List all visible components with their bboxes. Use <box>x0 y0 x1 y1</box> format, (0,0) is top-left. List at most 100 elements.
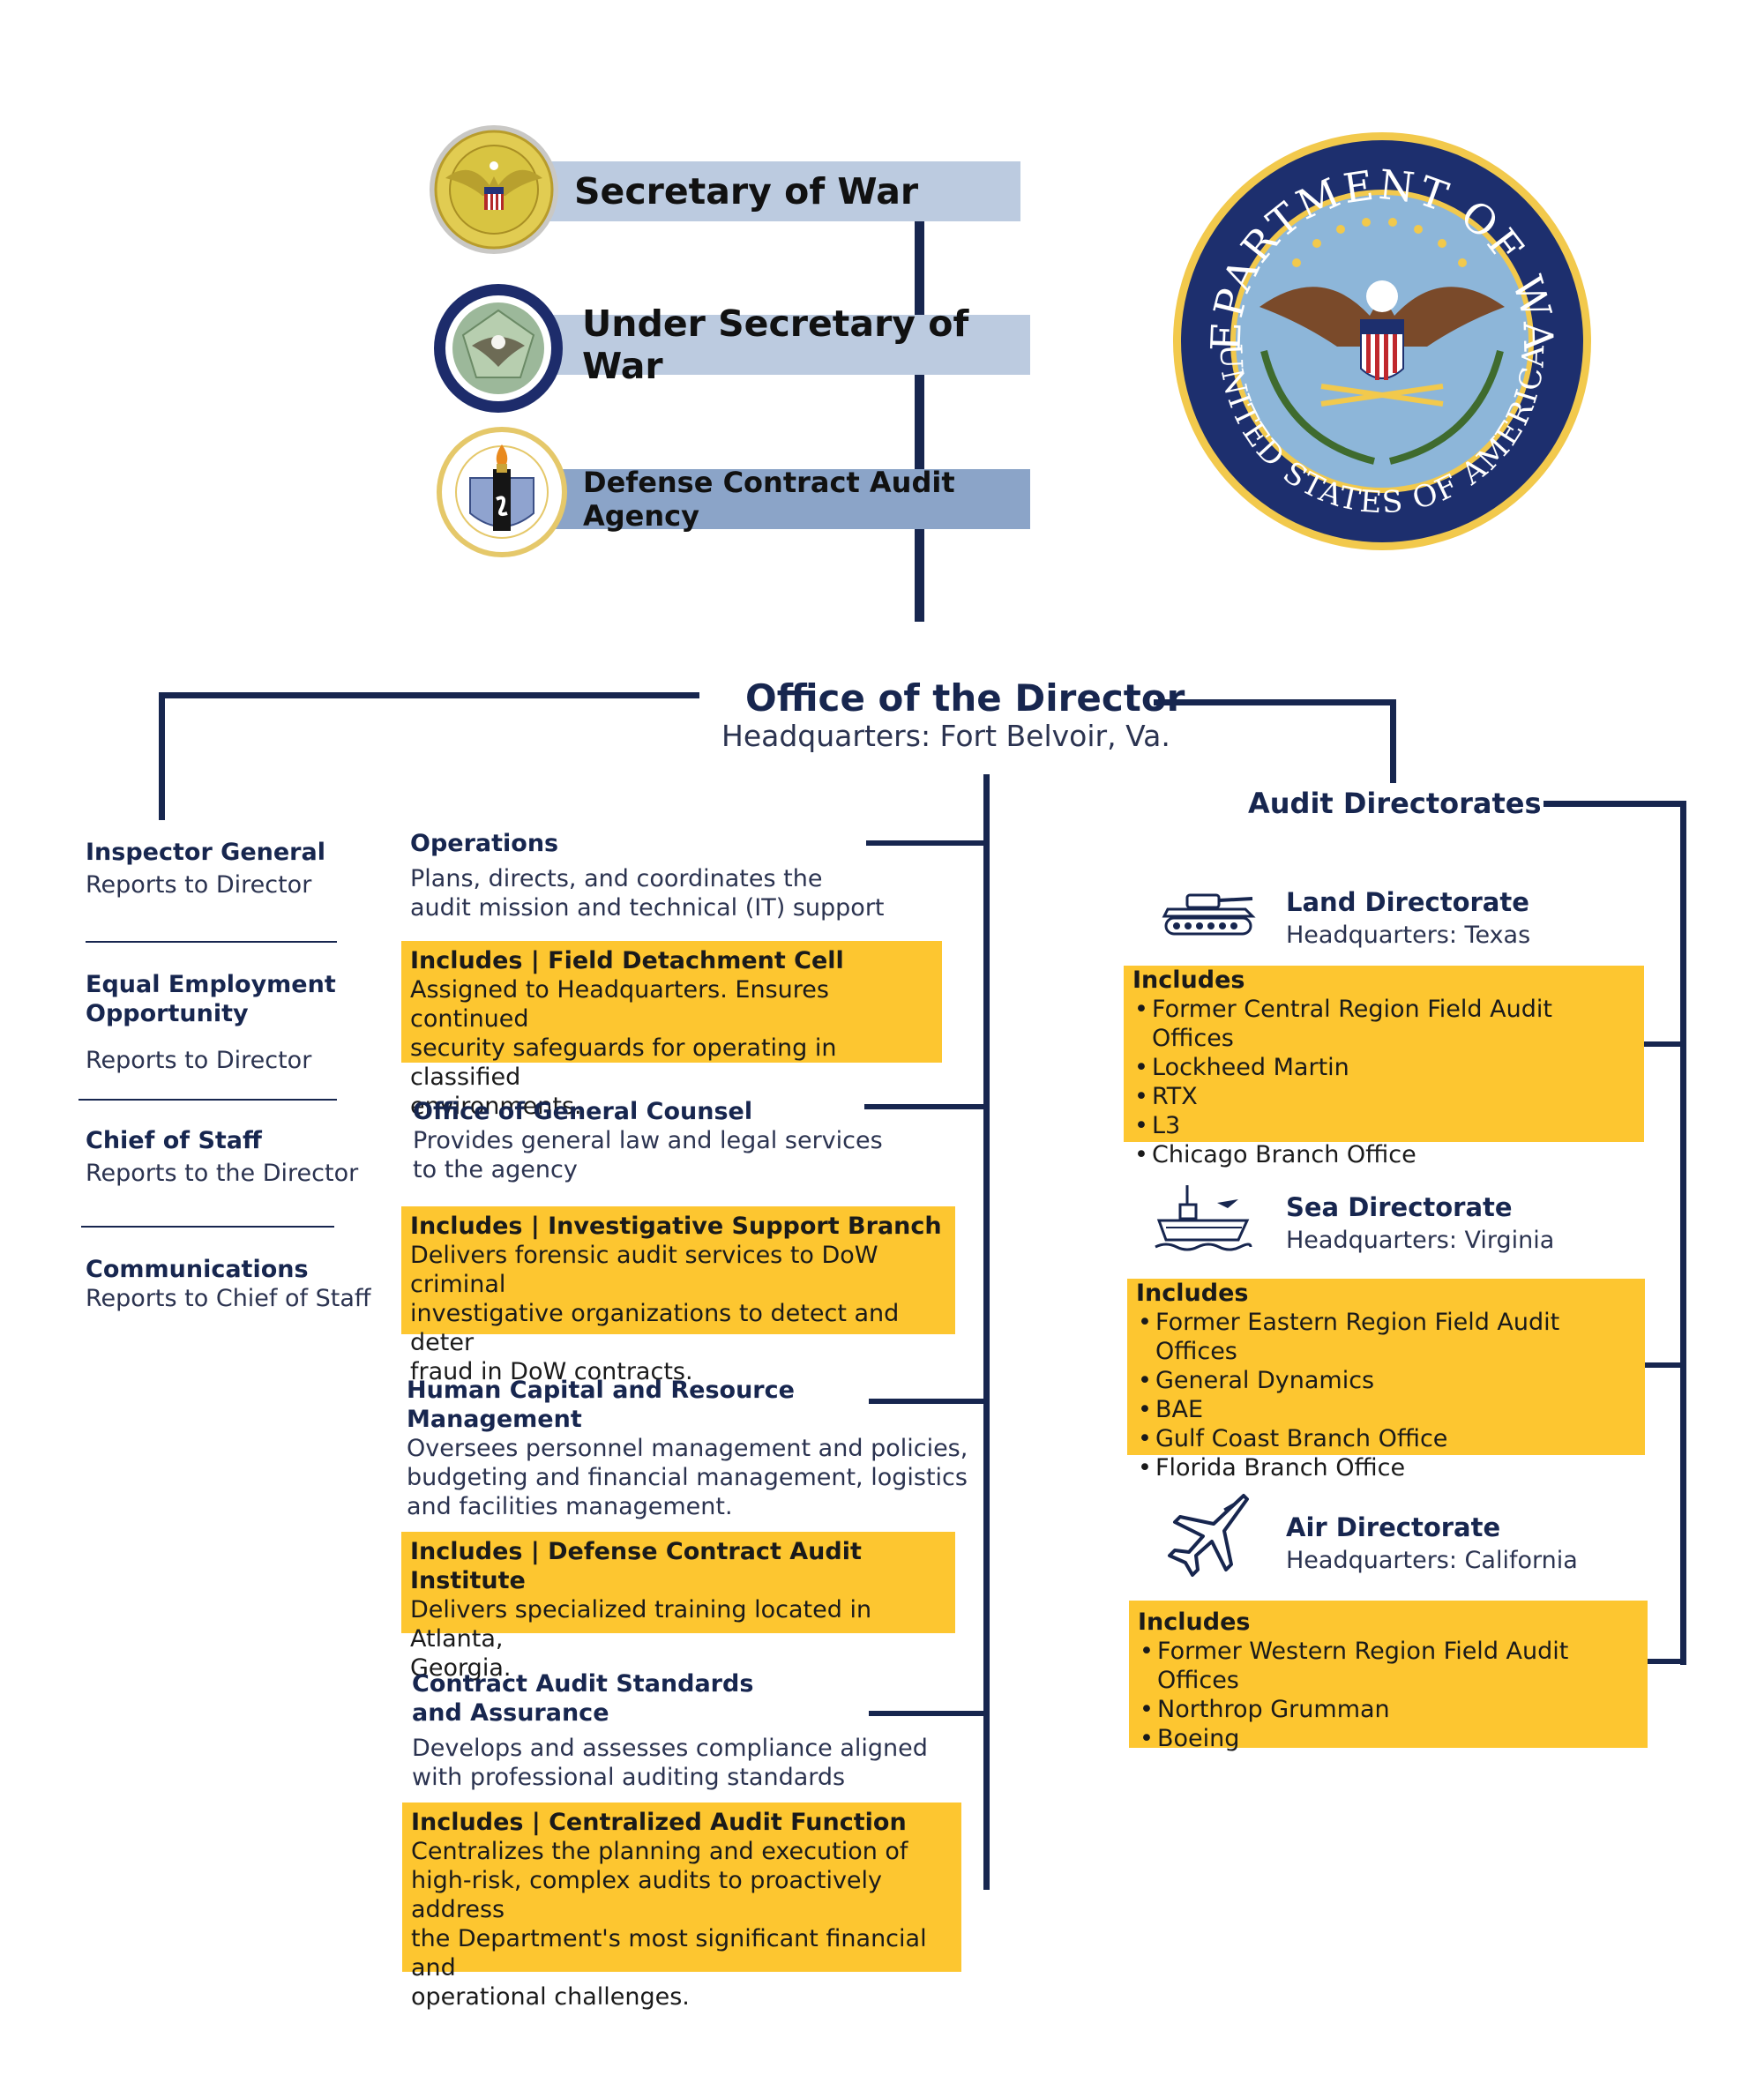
staff-divider <box>81 1226 334 1228</box>
includes-line: the Department's most significant financ… <box>411 1925 927 1982</box>
includes-heading: Includes <box>1138 1608 1251 1636</box>
land-includes-list: Former Central Region Field Audit Office… <box>1132 995 1635 1169</box>
staff-title: Inspector General <box>86 839 325 866</box>
list-item: General Dynamics <box>1136 1366 1636 1395</box>
air-branch <box>1642 1659 1683 1664</box>
audit-standards-includes-box: Includes | Centralized Audit Function Ce… <box>402 1803 961 2011</box>
sea-includes-box: Includes Former Eastern Region Field Aud… <box>1127 1279 1645 1482</box>
includes-line: Delivers forensic audit services to DoW … <box>410 1242 878 1298</box>
fighter-jet-icon <box>1162 1490 1251 1579</box>
directorate-hq: Headquarters: Virginia <box>1286 1227 1555 1254</box>
general-counsel-branch <box>864 1104 986 1109</box>
unit-title: Office of General Counsel <box>413 1098 753 1125</box>
land-includes-box: Includes Former Central Region Field Aud… <box>1124 966 1644 1169</box>
land-directorate-header: Land Directorate Headquarters: Texas <box>1286 888 1530 950</box>
unit-general-counsel: Office of General Counsel Provides gener… <box>413 1097 883 1184</box>
list-item: Former Western Region Field Audit Office… <box>1138 1637 1639 1695</box>
list-item: RTX <box>1132 1082 1635 1111</box>
unit-title-line2: and Assurance <box>412 1699 609 1727</box>
unit-operations: Operations Plans, directs, and coordinat… <box>410 829 885 922</box>
staff-title-line2: Opportunity <box>86 1000 249 1027</box>
list-item: Former Central Region Field Audit Office… <box>1132 995 1635 1053</box>
includes-heading: Includes | Centralized Audit Function <box>411 1809 907 1836</box>
staff-divider <box>86 941 337 943</box>
air-includes-box: Includes Former Western Region Field Aud… <box>1129 1601 1648 1753</box>
staff-sub: Reports to Director <box>86 871 312 899</box>
staff-chief-of-staff: Chief of Staff Reports to the Director <box>86 1126 358 1188</box>
director-left-drop <box>159 692 165 820</box>
unit-desc: Develops and assesses compliance aligned <box>412 1735 928 1762</box>
unit-desc: audit mission and technical (IT) support <box>410 894 885 922</box>
includes-line: security safeguards for operating in cla… <box>410 1034 837 1091</box>
operations-branch <box>866 840 986 846</box>
includes-line: environments. <box>410 1093 582 1120</box>
includes-heading: Includes | Defense Contract Audit Instit… <box>410 1538 862 1594</box>
list-item: Former Eastern Region Field Audit Office… <box>1136 1308 1636 1366</box>
audit-spine <box>1680 801 1686 1665</box>
unit-title-line1: Contract Audit Standards <box>412 1670 754 1698</box>
sea-directorate-header: Sea Directorate Headquarters: Virginia <box>1286 1193 1554 1255</box>
unit-title: Operations <box>410 830 559 857</box>
directorate-hq: Headquarters: California <box>1286 1547 1578 1574</box>
directorate-hq: Headquarters: Texas <box>1286 922 1531 949</box>
unit-desc: Oversees personnel management and polici… <box>407 1435 968 1462</box>
staff-divider <box>78 1099 337 1101</box>
includes-line: Assigned to Headquarters. Ensures contin… <box>410 976 829 1033</box>
sea-branch <box>1642 1362 1683 1368</box>
includes-line: Georgia. <box>410 1654 512 1682</box>
unit-title-line1: Human Capital and Resource <box>407 1377 795 1404</box>
staff-inspector-general: Inspector General Reports to Director <box>86 838 325 899</box>
includes-line: fraud in DoW contracts. <box>410 1358 693 1385</box>
includes-line: investigative organizations to detect an… <box>410 1300 900 1356</box>
staff-title: Chief of Staff <box>86 1127 262 1154</box>
list-item: Gulf Coast Branch Office <box>1136 1424 1636 1453</box>
unit-desc: budgeting and financial management, logi… <box>407 1464 968 1491</box>
unit-desc: Plans, directs, and coordinates the <box>410 865 823 892</box>
unit-desc: Provides general law and legal services <box>413 1127 883 1154</box>
list-item: Chicago Branch Office <box>1132 1140 1635 1169</box>
includes-heading: Includes <box>1136 1280 1249 1307</box>
dcaa-emblem-icon <box>435 425 569 559</box>
directorate-title: Air Directorate <box>1286 1512 1501 1542</box>
audit-standards-branch <box>869 1711 986 1716</box>
sea-includes-list: Former Eastern Region Field Audit Office… <box>1136 1308 1636 1482</box>
includes-heading: Includes | Field Detachment Cell <box>410 947 844 974</box>
list-item: Boeing <box>1138 1724 1639 1753</box>
department-of-war-seal-icon: DEPARTMENT OF WAR UNITED STATES OF AMERI… <box>1171 131 1593 552</box>
hierarchy-connector <box>915 220 924 622</box>
includes-heading: Includes <box>1132 967 1245 994</box>
list-item: BAE <box>1136 1395 1636 1424</box>
staff-title: Communications <box>86 1256 309 1283</box>
director-title: Office of the Director <box>745 676 1185 720</box>
director-right-line <box>1154 699 1396 705</box>
includes-line: high-risk, complex audits to proactively… <box>411 1867 883 1923</box>
unit-title-line2: Management <box>407 1406 582 1433</box>
staff-sub: Reports to the Director <box>86 1160 359 1187</box>
operations-includes-box: Includes | Field Detachment Cell Assigne… <box>401 941 942 1120</box>
secretary-emblem-icon <box>428 123 560 256</box>
agency-box: Defense Contract Audit Agency <box>547 466 1030 533</box>
staff-sub: Reports to Director <box>86 1047 312 1074</box>
staff-communications: Communications Reports to Chief of Staff <box>86 1255 371 1313</box>
unit-audit-standards: Contract Audit Standards and Assurance D… <box>412 1669 928 1792</box>
staff-sub: Reports to Chief of Staff <box>86 1285 371 1312</box>
air-includes-list: Former Western Region Field Audit Office… <box>1138 1637 1639 1753</box>
unit-desc: and facilities management. <box>407 1493 733 1520</box>
directorate-title: Sea Directorate <box>1286 1192 1513 1222</box>
includes-line: Centralizes the planning and execution o… <box>411 1838 908 1865</box>
director-subtitle: Headquarters: Fort Belvoir, Va. <box>721 719 1170 753</box>
list-item: Northrop Grumman <box>1138 1695 1639 1724</box>
ship-icon <box>1154 1182 1252 1254</box>
includes-heading: Includes | Investigative Support Branch <box>410 1213 942 1240</box>
list-item: Lockheed Martin <box>1132 1053 1635 1082</box>
human-capital-branch <box>869 1399 986 1404</box>
under-secretary-box: Under Secretary of War <box>542 302 1030 387</box>
unit-desc: to the agency <box>413 1156 578 1183</box>
staff-eeo: Equal Employment Opportunity Reports to … <box>86 970 336 1075</box>
under-secretary-label: Under Secretary of War <box>582 302 969 387</box>
secretary-box: Secretary of War <box>529 161 1020 221</box>
directorate-title: Land Directorate <box>1286 887 1529 917</box>
includes-line: operational challenges. <box>411 1983 690 2011</box>
director-right-drop <box>1390 699 1396 783</box>
general-counsel-includes-box: Includes | Investigative Support Branch … <box>401 1206 955 1385</box>
